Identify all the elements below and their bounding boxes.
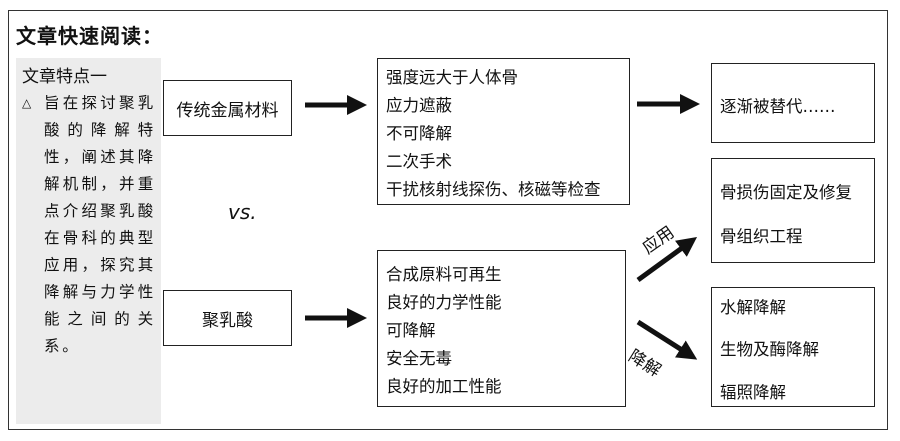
metal-node: 传统金属材料: [163, 80, 292, 136]
pla-node: 聚乳酸: [163, 290, 292, 346]
pla-property: 合成原料可再生: [386, 265, 502, 284]
degradation-item: 水解降解: [720, 298, 786, 317]
outer-frame: [8, 10, 888, 430]
pla-property: 安全无毒: [386, 349, 452, 368]
applications-box: 骨损伤固定及修复 骨组织工程: [711, 158, 875, 263]
arrow-to-applications: [636, 237, 698, 283]
pla-property: 可降解: [386, 321, 436, 340]
metal-property: 二次手术: [386, 152, 452, 171]
replaced-label: 逐渐被替代……: [720, 97, 836, 116]
metal-node-label: 传统金属材料: [176, 100, 279, 121]
metal-property: 不可降解: [386, 124, 452, 143]
triangle-bullet-icon: △: [22, 96, 32, 110]
page-title: 文章快速阅读：: [16, 24, 163, 48]
replaced-box: 逐渐被替代……: [711, 63, 875, 143]
metal-properties-box: 强度远大于人体骨 应力遮蔽 不可降解 二次手术 干扰核射线探伤、核磁等检查: [377, 58, 630, 205]
feature-heading: 文章特点一: [22, 67, 107, 87]
feature-panel: [16, 58, 161, 424]
feature-text: 旨在探讨聚乳酸的降解特性，阐述其降解机制，并重点介绍聚乳酸在骨科的典型应用，探究…: [44, 94, 156, 355]
versus-label: vs.: [228, 200, 257, 224]
degradation-item: 生物及酶降解: [720, 340, 819, 359]
pla-property: 良好的加工性能: [386, 377, 502, 396]
pla-node-label: 聚乳酸: [202, 310, 253, 331]
pla-property: 良好的力学性能: [386, 293, 502, 312]
metal-property: 强度远大于人体骨: [386, 68, 518, 87]
metal-property: 应力遮蔽: [386, 96, 452, 115]
application-item: 骨组织工程: [720, 227, 803, 246]
degradation-item: 辐照降解: [720, 383, 786, 402]
metal-property: 干扰核射线探伤、核磁等检查: [386, 180, 601, 199]
degradation-box: 水解降解 生物及酶降解 辐照降解: [711, 287, 875, 407]
application-item: 骨损伤固定及修复: [720, 183, 852, 202]
arrow-to-degradation: [636, 319, 698, 360]
pla-properties-box: 合成原料可再生 良好的力学性能 可降解 安全无毒 良好的加工性能: [377, 250, 626, 407]
